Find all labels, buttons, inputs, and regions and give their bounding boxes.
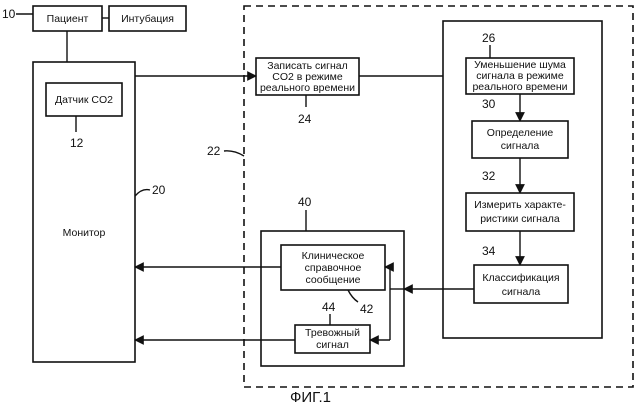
ref-22: 22	[207, 144, 221, 158]
ref-30: 30	[482, 97, 496, 111]
detect-line-2: сигнала	[501, 140, 540, 152]
ref-32: 32	[482, 169, 496, 183]
alarm-line-2: сигнал	[316, 339, 349, 351]
measure-line-2: ристики сигнала	[480, 213, 560, 225]
ref-24: 24	[298, 112, 312, 126]
classify-line-1: Классификация	[482, 272, 559, 284]
measure-line-1: Измерить характе-	[474, 199, 566, 211]
figure-caption: ФИГ.1	[290, 389, 331, 406]
clinical-line-3: сообщение	[306, 274, 361, 286]
monitor-label: Монитор	[63, 227, 106, 239]
record-line-3: реального времени	[260, 82, 355, 94]
detect-line-1: Определение	[487, 127, 554, 139]
ref-42: 42	[360, 302, 374, 316]
ref-12: 12	[70, 136, 84, 150]
clinical-line-2: справочное	[305, 262, 362, 274]
ref-22-leader	[224, 151, 244, 156]
ref-26: 26	[482, 31, 496, 45]
clinical-line-1: Клиническое	[302, 250, 365, 262]
ref-44: 44	[322, 300, 336, 314]
co2-sensor-label: Датчик CO2	[55, 94, 113, 106]
classify-line-2: сигнала	[502, 286, 541, 298]
ref-10: 10	[2, 7, 16, 21]
ref-20-leader	[135, 190, 150, 196]
intubation-label: Интубация	[121, 13, 174, 25]
alarm-line-1: Тревожный	[305, 327, 360, 339]
noise-line-3: реального времени	[472, 81, 567, 93]
patient-label: Пациент	[47, 13, 89, 25]
ref-34: 34	[482, 244, 496, 258]
ref-20: 20	[152, 183, 166, 197]
ref-40: 40	[298, 195, 312, 209]
